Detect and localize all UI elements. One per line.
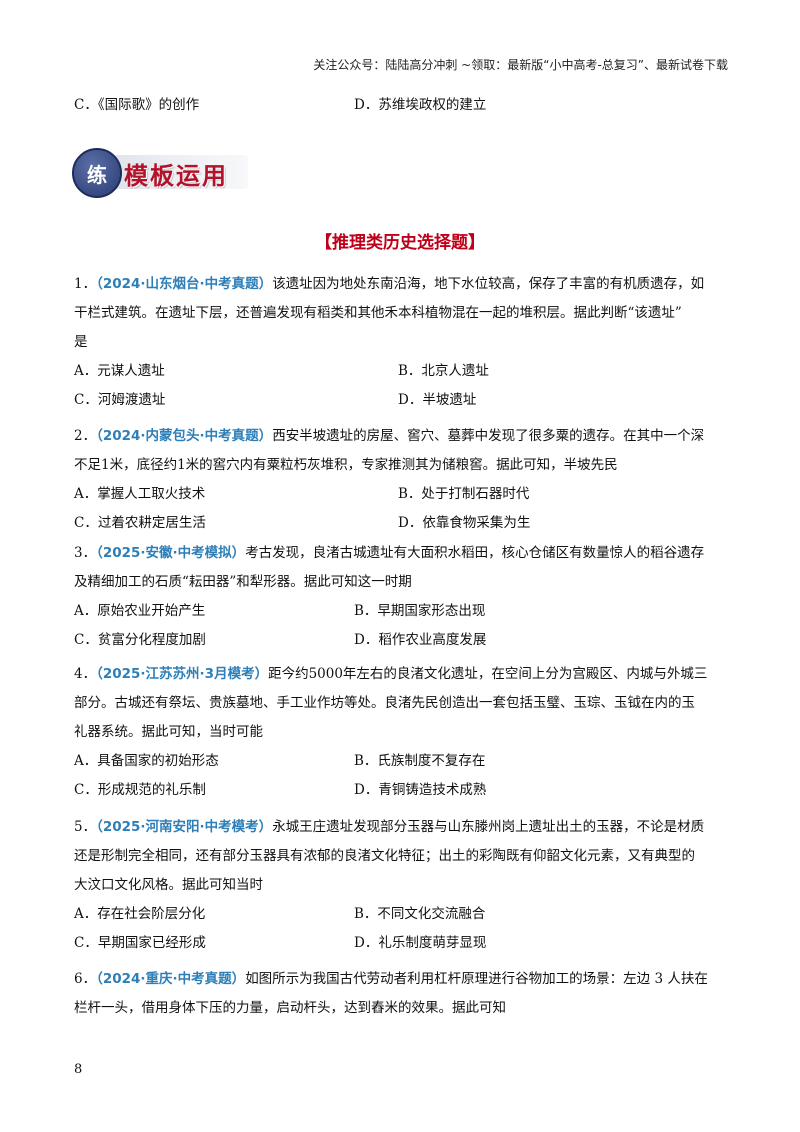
options-row: C．早期国家已经形成 D．礼乐制度萌芽显现 [74,929,730,958]
option-b: B．不同文化交流融合 [354,906,486,922]
question-4: 4．（2025·江苏苏州·3月模考）距今约5000年左右的良渚文化遗址，在空间上… [74,660,730,805]
question-text: 该遗址因为地处东南沿海，地下水位较高，保存了丰富的有机质遗存，如 [272,276,705,292]
option-a: A．元谋人遗址 [74,363,165,379]
option-c: C．河姆渡遗址 [74,392,166,408]
options-row: A．具备国家的初始形态 B．氏族制度不复存在 [74,747,730,776]
question-line: 还是形制完全相同，还有部分玉器具有浓郁的良渚文化特征；出土的彩陶既有仰韶文化元素… [74,848,695,864]
question-line: 大汶口文化风格。据此可知当时 [74,877,263,893]
question-1: 1．（2024·山东烟台·中考真题）该遗址因为地处东南沿海，地下水位较高，保存了… [74,270,730,415]
option-b: B．氏族制度不复存在 [354,753,486,769]
option-d: D．依靠食物采集为生 [398,515,531,531]
question-text: 永城王庄遗址发现部分玉器与山东滕州岗上遗址出土的玉器，不论是材质 [272,819,705,835]
option-d: D．半坡遗址 [398,392,477,408]
question-line: 6．（2024·重庆·中考真题）如图所示为我国古代劳动者利用杠杆原理进行谷物加工… [74,965,730,994]
options-row: A．存在社会阶层分化 B．不同文化交流融合 [74,900,730,929]
practice-banner: 练 模板运用 [72,148,250,198]
question-source: （2024·重庆·中考真题） [96,971,246,987]
header-note: 关注公众号：陆陆高分冲刺 ~领取：最新版“小中高考-总复习”、最新试卷下载 [313,58,728,72]
question-source: （2025·江苏苏州·3月模考） [96,666,269,682]
practice-badge-icon: 练 [72,148,122,198]
option-c: C．形成规范的礼乐制 [74,782,206,798]
question-number: 1． [74,276,97,292]
question-3: 3．（2025·安徽·中考模拟）考古发现，良渚古城遗址有大面积水稻田，核心仓储区… [74,539,730,655]
option-b: B．早期国家形态出现 [354,603,486,619]
option-a: A．存在社会阶层分化 [74,906,206,922]
question-5: 5．（2025·河南安阳·中考模考）永城王庄遗址发现部分玉器与山东滕州岗上遗址出… [74,813,730,958]
question-line: 5．（2025·河南安阳·中考模考）永城王庄遗址发现部分玉器与山东滕州岗上遗址出… [74,813,730,842]
question-2: 2．（2024·内蒙包头·中考真题）西安半坡遗址的房屋、窖穴、墓葬中发现了很多粟… [74,422,730,538]
question-line: 干栏式建筑。在遗址下层，还普遍发现有稻类和其他禾本科植物混在一起的堆积层。据此判… [74,305,682,321]
question-number: 6． [74,971,97,987]
question-text: 考古发现，良渚古城遗址有大面积水稻田，核心仓储区有数量惊人的稻谷遗存 [245,545,705,561]
option-d: D．稻作农业高度发展 [354,632,487,648]
options-row: A．原始农业开始产生 B．早期国家形态出现 [74,597,730,626]
option-a: A．具备国家的初始形态 [74,753,219,769]
question-line: 2．（2024·内蒙包头·中考真题）西安半坡遗址的房屋、窖穴、墓葬中发现了很多粟… [74,422,730,451]
question-text: 西安半坡遗址的房屋、窖穴、墓葬中发现了很多粟的遗存。在其中一个深 [272,428,705,444]
question-line: 部分。古城还有祭坛、贵族墓地、手工业作坊等处。良渚先民创造出一套包括玉璧、玉琮、… [74,695,695,711]
options-row: C．过着农耕定居生活 D．依靠食物采集为生 [74,509,730,538]
option-d: D．青铜铸造技术成熟 [354,782,487,798]
question-line: 4．（2025·江苏苏州·3月模考）距今约5000年左右的良渚文化遗址，在空间上… [74,660,730,689]
question-source: （2024·内蒙包头·中考真题） [96,428,273,444]
options-row: A．掌握人工取火技术 B．处于打制石器时代 [74,480,730,509]
question-line: 1．（2024·山东烟台·中考真题）该遗址因为地处东南沿海，地下水位较高，保存了… [74,270,730,299]
option-d: D．礼乐制度萌芽显现 [354,935,487,951]
question-number: 4． [74,666,97,682]
option-a: A．原始农业开始产生 [74,603,206,619]
option-c: C．《国际歌》的创作 [74,97,200,113]
question-text: 如图所示为我国古代劳动者利用杠杆原理进行谷物加工的场景：左边 3 人扶在 [245,971,708,987]
question-line: 礼器系统。据此可知，当时可能 [74,724,263,740]
option-c: C．贫富分化程度加剧 [74,632,206,648]
question-number: 3． [74,545,97,561]
option-c: C．过着农耕定居生活 [74,515,206,531]
option-d: D．苏维埃政权的建立 [354,97,487,113]
options-row: C．形成规范的礼乐制 D．青铜铸造技术成熟 [74,776,730,805]
question-line: 是 [74,334,88,350]
option-c: C．早期国家已经形成 [74,935,206,951]
question-number: 5． [74,819,97,835]
question-number: 2． [74,428,97,444]
options-row: C．河姆渡遗址 D．半坡遗址 [74,386,730,415]
question-line: 栏杆一头，借用身体下压的力量，启动杆头，达到舂米的效果。据此可知 [74,1000,506,1016]
option-b: B．处于打制石器时代 [398,486,530,502]
option-a: A．掌握人工取火技术 [74,486,206,502]
question-source: （2025·安徽·中考模拟） [96,545,246,561]
question-line: 3．（2025·安徽·中考模拟）考古发现，良渚古城遗址有大面积水稻田，核心仓储区… [74,539,730,568]
option-b: B．北京人遗址 [398,363,489,379]
page-number: 8 [74,1062,83,1077]
options-row: A．元谋人遗址 B．北京人遗址 [74,357,730,386]
section-title: 【推理类历史选择题】 [315,233,485,253]
options-row: C．贫富分化程度加剧 D．稻作农业高度发展 [74,626,730,655]
question-source: （2024·山东烟台·中考真题） [96,276,273,292]
question-6: 6．（2024·重庆·中考真题）如图所示为我国古代劳动者利用杠杆原理进行谷物加工… [74,965,730,1023]
question-line: 及精细加工的石质“耘田器”和犁形器。据此可知这一时期 [74,574,412,590]
question-line: 不足1米，底径约1米的窖穴内有粟粒朽灰堆积，专家推测其为储粮窖。据此可知，半坡先… [74,457,618,473]
question-text: 距今约5000年左右的良渚文化遗址，在空间上分为宫殿区、内城与外城三 [268,666,708,682]
question-source: （2025·河南安阳·中考模考） [96,819,273,835]
banner-title: 模板运用 [124,162,228,190]
